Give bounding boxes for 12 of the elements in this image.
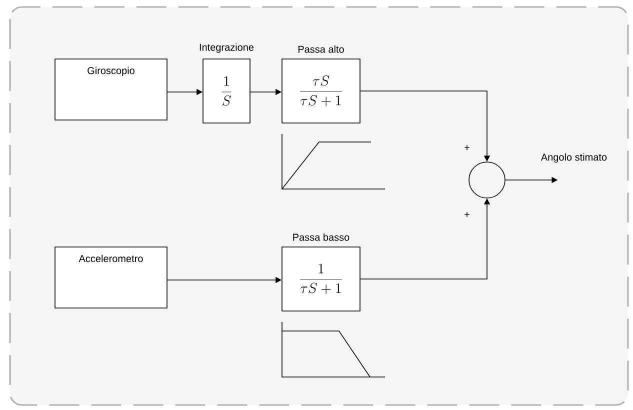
transfer-function-box: Integrazione $\frac{1}{S}$ — [200, 43, 254, 124]
sensor-box: Accelerometro — [54, 246, 168, 308]
node-label: Integrazione — [200, 43, 254, 53]
summing-junction — [468, 162, 506, 198]
output-label: Angolo stimato — [540, 153, 607, 163]
plus-sign: + — [464, 212, 470, 217]
sensor-box: Giroscopio — [54, 58, 168, 120]
plus-sign: + — [464, 145, 470, 150]
transfer-function-box: Passa alto $\frac{\tau S}{\tau S+1}$ — [282, 45, 360, 124]
transfer-function-box: Passa basso $\frac{1}{\tau S+1}$ — [282, 233, 360, 312]
node-label: Passa basso — [293, 233, 350, 241]
node-label: Passa alto — [298, 45, 344, 53]
